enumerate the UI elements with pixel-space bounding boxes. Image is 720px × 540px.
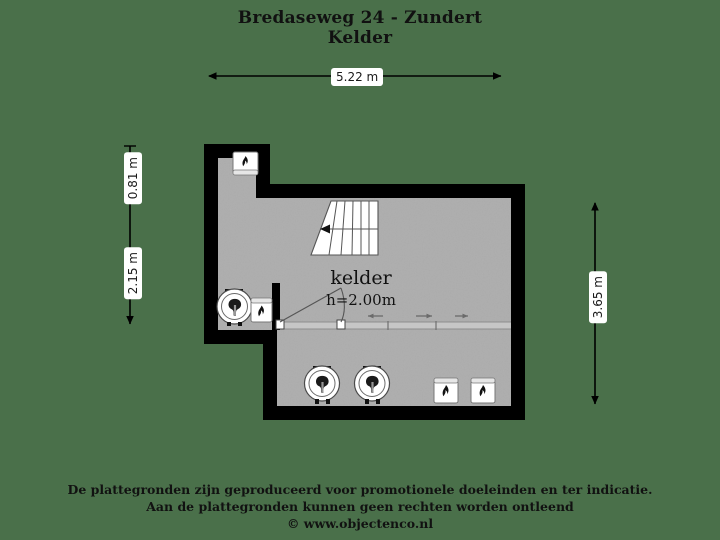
interior-partition-wall (272, 283, 280, 330)
footer-line-1: De plattegronden zijn geproduceerd voor … (67, 482, 653, 497)
door-swing (275, 287, 346, 330)
flame-icon (442, 385, 449, 397)
room-label: kelder (330, 267, 392, 289)
floor-area (218, 158, 511, 406)
washer-icon (315, 375, 329, 393)
title-floor: Kelder (327, 28, 393, 48)
boiler-top-alcove[interactable] (232, 151, 259, 176)
room-height-label: h=2.00m (326, 291, 396, 309)
washer-bottom-1[interactable] (303, 365, 341, 404)
washer-icon (228, 298, 242, 316)
page-title: Bredaseweg 24 - Zundert Kelder (0, 8, 720, 48)
staircase (310, 200, 379, 256)
flame-icon (258, 305, 264, 317)
boiler-bottom-2[interactable] (470, 377, 496, 404)
title-address: Bredaseweg 24 - Zundert (237, 8, 483, 28)
dimension-label-left-lower: 2.15 m (124, 247, 142, 300)
boiler-left[interactable] (250, 297, 273, 323)
washer-bottom-2[interactable] (353, 365, 391, 404)
footer-line-3: © www.objectenco.nl (286, 516, 434, 531)
footer-line-2: Aan de plattegronden kunnen geen rechten… (146, 499, 574, 514)
dimension-label-left-upper: 0.81 m (124, 152, 142, 205)
washer-left[interactable] (216, 288, 253, 326)
interior-divider-line (277, 321, 511, 330)
dimension-label-top: 5.22 m (331, 68, 384, 86)
flame-icon (242, 156, 248, 167)
footer-disclaimer: De plattegronden zijn geproduceerd voor … (0, 481, 720, 532)
flame-icon (479, 385, 486, 397)
dimension-label-right: 3.65 m (589, 271, 607, 324)
boiler-bottom-1[interactable] (433, 377, 459, 404)
washer-icon (365, 375, 379, 393)
